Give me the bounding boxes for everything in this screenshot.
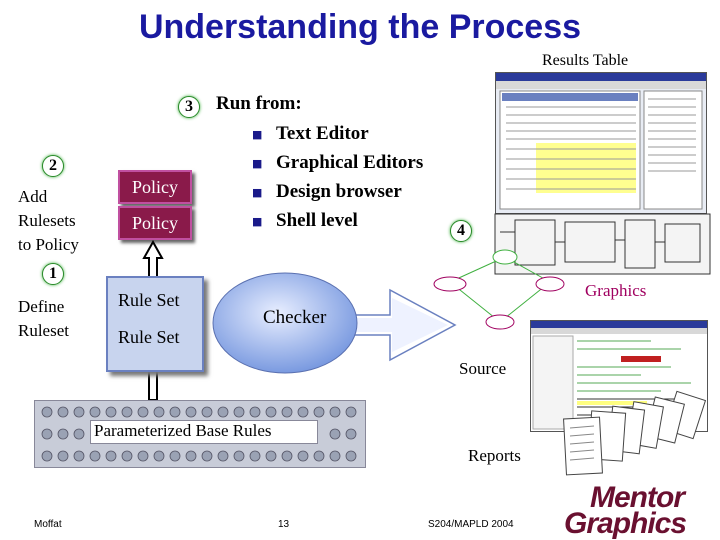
results-table-image xyxy=(496,73,706,210)
graphics-schematic xyxy=(433,213,711,330)
source-editor-image xyxy=(531,321,707,430)
bullet-icon: ■ xyxy=(252,215,263,228)
run-from-item: Text Editor xyxy=(276,123,369,144)
base-rules-pattern xyxy=(41,406,357,462)
ruleset-label: Rule Set xyxy=(118,327,180,347)
step-2-label-line: to Policy xyxy=(18,235,79,254)
bullet-icon: ■ xyxy=(252,157,263,170)
ruleset-box xyxy=(106,276,204,372)
reports-stack xyxy=(563,390,707,476)
step-1-label: Define Ruleset xyxy=(18,295,69,343)
page-title: Understanding the Process xyxy=(138,8,582,46)
run-from-heading: Run from: xyxy=(216,93,302,114)
step-4-badge: 4 xyxy=(450,220,472,242)
step-2-label-line: Rulesets xyxy=(18,211,76,230)
source-label: Source xyxy=(459,359,507,378)
logo-line: Graphics xyxy=(564,507,687,540)
footer-page-number: 13 xyxy=(278,519,290,530)
step-3-badge: 3 xyxy=(178,96,200,118)
logo-line: Mentor xyxy=(590,481,685,514)
policy-box: Policy xyxy=(118,206,192,240)
step-1-label-line: Ruleset xyxy=(18,321,69,340)
step-1-label-line: Define xyxy=(18,297,65,316)
results-table-screenshot xyxy=(495,72,707,214)
run-from-item: Shell level xyxy=(276,210,358,231)
step-2-label: Add Rulesets to Policy xyxy=(18,185,79,257)
run-from-item: Graphical Editors xyxy=(276,152,424,173)
graphics-label: Graphics xyxy=(585,281,647,300)
bullet-icon: ■ xyxy=(252,128,263,141)
mentor-graphics-logo: Mentor Graphics xyxy=(564,481,687,539)
step-2-badge: 2 xyxy=(42,155,64,177)
step-1-badge: 1 xyxy=(42,263,64,285)
base-rules-label-box xyxy=(90,420,318,444)
checker-label: Checker xyxy=(263,307,327,328)
checker-arrow xyxy=(212,272,457,374)
run-from-item: Design browser xyxy=(276,181,402,202)
base-rules-label: Parameterized Base Rules xyxy=(94,421,272,440)
results-table-label: Results Table xyxy=(542,52,629,69)
step-2-label-line: Add xyxy=(18,187,48,206)
bullet-icon: ■ xyxy=(252,186,263,199)
reports-label: Reports xyxy=(468,446,521,465)
footer-event: S204/MAPLD 2004 xyxy=(428,519,514,530)
policy-box: Policy xyxy=(118,170,192,204)
footer-author: Moffat xyxy=(34,519,62,530)
ruleset-label: Rule Set xyxy=(118,290,180,310)
